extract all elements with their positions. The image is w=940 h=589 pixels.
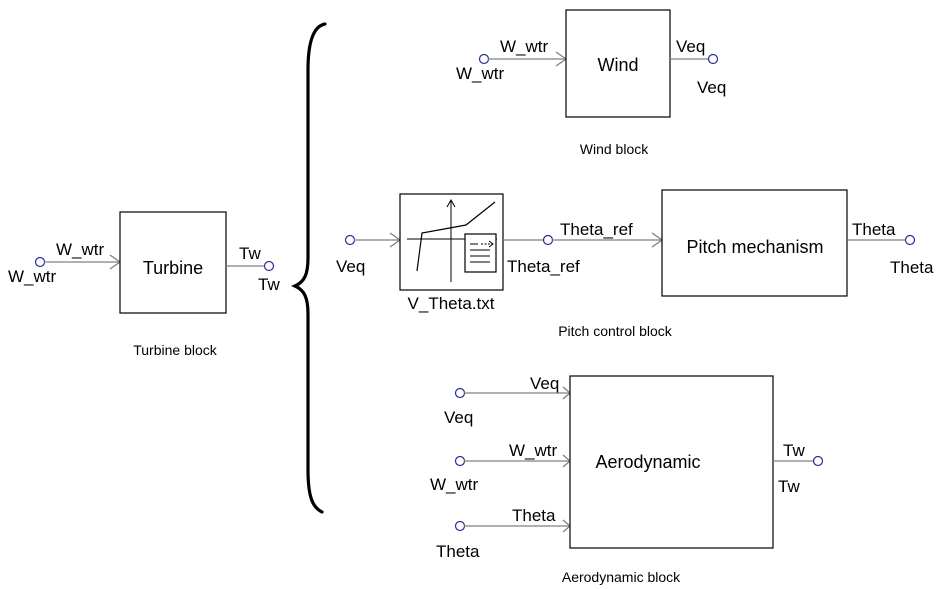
aero-input-label-theta: Theta — [512, 506, 556, 525]
turbine-input-label: W_wtr — [56, 240, 105, 259]
aero-input-label-wwtr: W_wtr — [509, 441, 558, 460]
wind-block[interactable] — [565, 9, 671, 118]
lookup-output-port[interactable] — [542, 234, 554, 246]
wind-caption: Wind block — [580, 141, 649, 157]
pitch-input-port-label: Veq — [336, 257, 365, 276]
turbine-input-port[interactable] — [34, 256, 46, 268]
aero-output-port[interactable] — [812, 455, 824, 467]
pitch-mechanism-label: Pitch mechanism — [686, 237, 823, 257]
pitch-output-label: Theta — [852, 220, 896, 239]
aero-caption: Aerodynamic block — [562, 569, 681, 585]
lookup-output-label: Theta_ref — [507, 257, 580, 276]
pitch-output-port[interactable] — [904, 234, 916, 246]
turbine-output-label: Tw — [239, 244, 261, 263]
aero-input-port-theta[interactable] — [454, 520, 466, 532]
mech-input-label: Theta_ref — [560, 220, 633, 239]
pitch-output-port-label: Theta — [890, 258, 934, 277]
wind-input-label: W_wtr — [500, 37, 549, 56]
aero-output-label: Tw — [783, 441, 805, 460]
wind-input-port-label: W_wtr — [456, 64, 505, 83]
pitch-mechanism-block[interactable] — [661, 189, 848, 297]
aerodynamic-block-label: Aerodynamic — [595, 452, 700, 472]
curly-brace — [291, 22, 327, 514]
aero-input-port-veq[interactable] — [454, 387, 466, 399]
aero-input-port-label-theta: Theta — [436, 542, 480, 561]
aero-input-port-wwtr[interactable] — [454, 455, 466, 467]
aero-input-label-veq: Veq — [530, 374, 559, 393]
pitch-group: Veq V_Theta.txt Theta_ref Theta_ref Pitc… — [336, 189, 934, 339]
file-icon — [464, 233, 497, 273]
aero-input-port-label-veq: Veq — [444, 408, 473, 427]
turbine-output-port[interactable] — [263, 260, 275, 272]
turbine-input-port-label: W_wtr — [8, 267, 57, 286]
turbine-group: W_wtr W_wtr Turbine Tw Tw Turbine block — [8, 211, 280, 358]
aerodynamic-block[interactable] — [569, 375, 774, 549]
wind-output-label: Veq — [676, 37, 705, 56]
turbine-block[interactable] — [119, 211, 227, 314]
wind-block-label: Wind — [597, 55, 638, 75]
pitch-input-port[interactable] — [344, 234, 356, 246]
wind-output-port[interactable] — [707, 53, 719, 65]
aero-group: Veq Veq W_wtr W_wtr Theta Theta Aerodyna… — [430, 374, 824, 585]
aero-output-port-label: Tw — [778, 477, 800, 496]
turbine-output-port-label: Tw — [258, 275, 280, 294]
wind-group: W_wtr W_wtr Wind Veq Veq Wind block — [456, 9, 726, 157]
pitch-caption: Pitch control block — [558, 323, 673, 339]
aero-input-port-label-wwtr: W_wtr — [430, 475, 479, 494]
lookup-file-label: V_Theta.txt — [408, 294, 495, 313]
wind-output-port-label: Veq — [697, 78, 726, 97]
turbine-caption: Turbine block — [133, 342, 218, 358]
wind-input-port[interactable] — [478, 53, 490, 65]
turbine-block-label: Turbine — [143, 258, 203, 278]
